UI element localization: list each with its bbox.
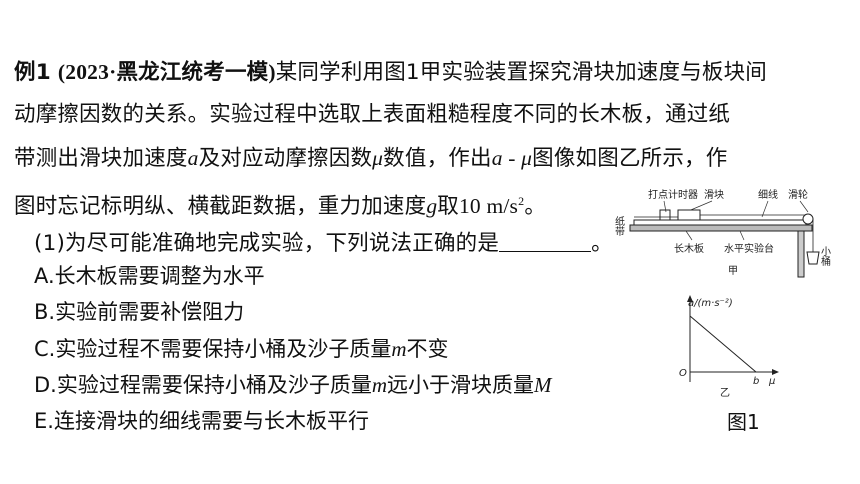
figure-caption: 图1: [727, 410, 760, 434]
pulley-shape: [802, 213, 814, 225]
question-text: 动摩擦因数的关系。实验过程中选取上表面粗糙程度不同的长木板，通过纸: [14, 102, 731, 127]
option-text: D.实验过程需要保持小桶及沙子质量: [34, 373, 372, 397]
example-label: 例1: [14, 60, 51, 85]
sub-question-1: (1)为尽可能准确地完成实验，下列说法正确的是 。: [34, 230, 613, 258]
question-line-1: 例1 (2023·黑龙江统考一模)某同学利用图1甲实验装置探究滑块加速度与板块间: [14, 58, 767, 87]
table-label: 水平实验台: [724, 242, 774, 255]
variable-mu: μ: [372, 146, 384, 170]
timer-shape: [659, 209, 671, 221]
option-text: 不变: [406, 337, 449, 361]
tape-label: 纸带: [613, 215, 625, 237]
option-c[interactable]: C.实验过程不需要保持小桶及沙子质量m不变: [34, 335, 449, 363]
answer-blank[interactable]: [499, 231, 592, 252]
y-axis-label: a/(m·s⁻²): [688, 298, 733, 309]
a-mu-line: [689, 315, 757, 373]
figure-yi-graph: a/(m·s⁻²) O b μ 乙: [679, 295, 779, 399]
x-axis-label: μ: [768, 376, 775, 387]
svg-text:纸带: 纸带: [613, 215, 625, 237]
slider-block: [677, 209, 701, 221]
option-text: B.实验前需要补偿阻力: [34, 300, 245, 324]
sub-question-text: (1)为尽可能准确地完成实验，下列说法正确的是: [34, 231, 500, 256]
option-a[interactable]: A.长木板需要调整为水平: [34, 262, 265, 290]
option-text: C.实验过程不需要保持小桶及沙子质量: [34, 337, 392, 361]
question-line-2: 动摩擦因数的关系。实验过程中选取上表面粗糙程度不同的长木板，通过纸: [14, 101, 730, 129]
option-b[interactable]: B.实验前需要补偿阻力: [34, 298, 244, 326]
question-text: 图像如图乙所示，作: [532, 146, 728, 171]
gravity-value: 取10 m/s: [437, 194, 519, 219]
variable-a: a: [187, 146, 199, 170]
figure-yi-caption: 乙: [720, 387, 730, 399]
variable-m: m: [391, 337, 407, 361]
x-axis-arrow: [772, 369, 779, 375]
origin-label: O: [679, 368, 687, 379]
bucket-shape: [806, 251, 820, 265]
question-text: 。: [591, 231, 613, 256]
figure-jia-caption: 甲: [728, 266, 738, 277]
question-text: 及对应动摩擦因数: [198, 146, 373, 171]
option-text: 远小于滑块质量: [387, 373, 535, 397]
a-mu-graph-label: a - μ: [491, 146, 533, 170]
b-intercept-label: b: [753, 376, 759, 387]
question-line-4: 图时忘记标明纵、横截距数据，重力加速度g取10 m/s2。: [14, 187, 546, 221]
option-text: E.连接滑块的细线需要与长木板平行: [34, 409, 369, 433]
variable-m: m: [371, 373, 388, 397]
slider-label: 滑块: [704, 189, 724, 201]
question-source: (2023·黑龙江统考一模): [57, 60, 276, 84]
question-text: 。: [524, 194, 547, 220]
board-label: 长木板: [674, 242, 704, 255]
superscript: 2: [518, 194, 525, 208]
question-text: 某同学利用图1甲实验装置探究滑块加速度与板块间: [275, 60, 767, 85]
question-line-3: 带测出滑块加速度a及对应动摩擦因数μ数值，作出a - μ图像如图乙所示，作: [14, 144, 727, 173]
question-text: 数值，作出: [383, 146, 492, 171]
timer-label: 打点计时器: [648, 188, 698, 201]
option-e[interactable]: E.连接滑块的细线需要与长木板平行: [34, 407, 369, 435]
figure-jia-apparatus: 打点计时器 滑块 细线 滑轮 纸带 小桶 长木板 水平实验台 甲: [613, 188, 831, 278]
string-label: 细线: [758, 188, 778, 201]
pulley-label: 滑轮: [788, 188, 808, 201]
option-text: A.长木板需要调整为水平: [34, 264, 265, 288]
bucket-label: 小桶: [819, 246, 831, 267]
question-text: 带测出滑块加速度: [14, 146, 188, 171]
variable-g: g: [426, 194, 438, 219]
question-text: 图时忘记标明纵、横截距数据，重力加速度: [14, 194, 427, 220]
long-board: [633, 219, 807, 226]
svg-text:小桶: 小桶: [819, 246, 831, 267]
variable-M: M: [534, 373, 552, 397]
lab-table: [629, 224, 813, 232]
y-axis-arrow: [687, 295, 693, 302]
option-d[interactable]: D.实验过程需要保持小桶及沙子质量m远小于滑块质量M: [34, 371, 552, 399]
